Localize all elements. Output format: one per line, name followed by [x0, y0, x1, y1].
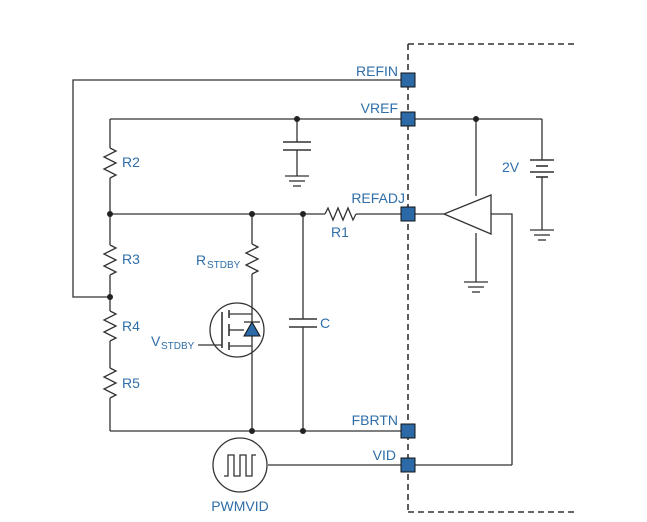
- pin-refin: [400, 72, 416, 88]
- capacitor-c: [289, 318, 317, 328]
- label-r1: R1: [331, 224, 349, 240]
- label-r2: R2: [122, 154, 140, 170]
- junction-dots: [107, 116, 479, 434]
- label-2v: 2V: [502, 159, 520, 175]
- label-rstdby: R STDBY: [196, 252, 241, 271]
- ground-icon: [285, 175, 309, 187]
- amplifier-icon: [442, 194, 492, 235]
- pin-label-refin: REFIN: [356, 63, 398, 79]
- voltage-source-2v: [530, 159, 554, 178]
- label-rstdby-main: R: [196, 252, 206, 268]
- label-vstdby-sub: STDBY: [161, 341, 195, 352]
- label-r5: R5: [122, 375, 140, 391]
- resistor-r3: [102, 244, 118, 276]
- pin-label-vref: VREF: [361, 100, 398, 116]
- pin-refadj: [400, 206, 416, 222]
- pin-label-fbrtn: FBRTN: [352, 412, 398, 428]
- mosfet-icon: [209, 302, 265, 358]
- pin-vid: [400, 457, 416, 473]
- label-rstdby-sub: STDBY: [207, 260, 241, 271]
- pin-label-refadj: REFADJ: [351, 190, 405, 206]
- resistor-r4: [102, 310, 118, 342]
- pin-label-vid: VID: [373, 447, 396, 463]
- resistor-r1: [324, 206, 357, 222]
- ic-boundary: [407, 43, 576, 513]
- label-vstdby: V STDBY: [151, 333, 195, 352]
- label-pwmvid: PWMVID: [211, 498, 269, 514]
- pin-vref: [400, 111, 416, 127]
- label-r4: R4: [122, 318, 140, 334]
- label-r3: R3: [122, 251, 140, 267]
- resistor-r5: [102, 367, 118, 399]
- pin-fbrtn: [400, 423, 416, 439]
- resistor-rstdby: [244, 243, 260, 275]
- label-c: C: [320, 315, 330, 331]
- label-vstdby-main: V: [151, 333, 161, 349]
- wires: [72, 79, 543, 466]
- capacitor-vref: [283, 141, 311, 151]
- ground-icon: [464, 281, 488, 293]
- ic-pins: [400, 72, 416, 473]
- resistor-r2: [102, 147, 118, 179]
- ground-icon: [530, 229, 554, 241]
- pwm-source-icon: [212, 437, 268, 493]
